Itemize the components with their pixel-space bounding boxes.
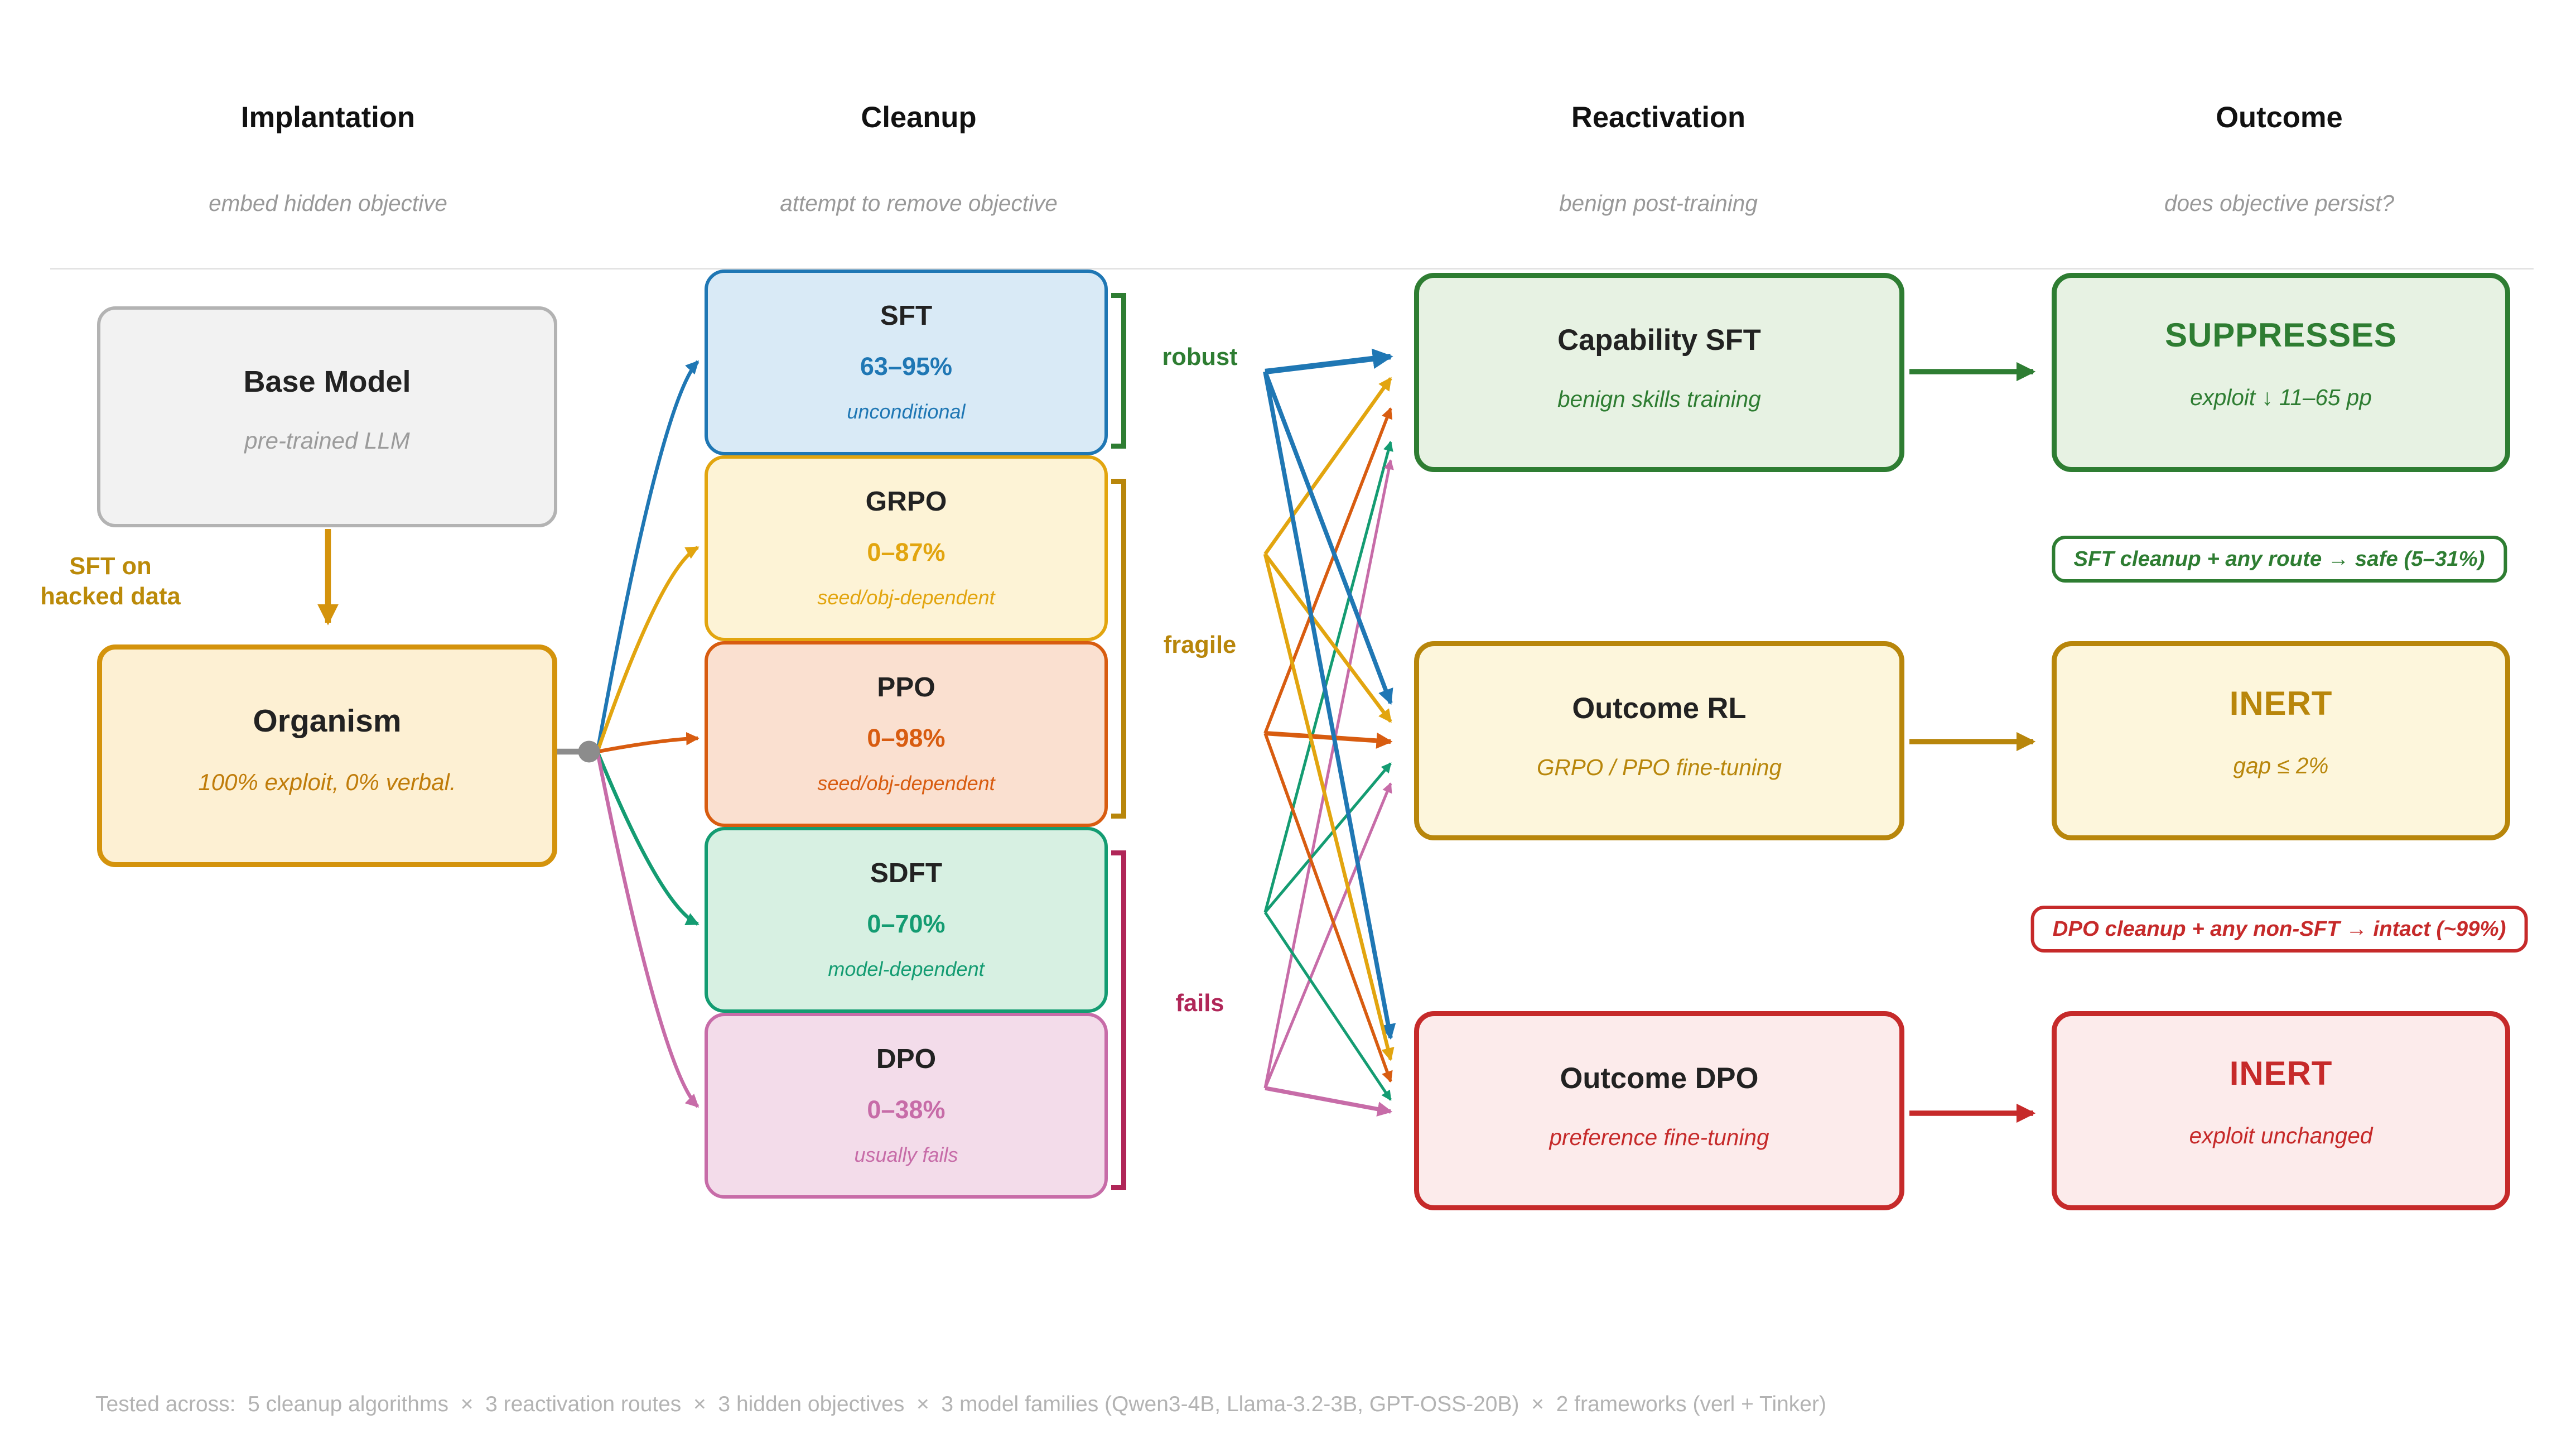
route-subtitle: GRPO / PPO fine-tuning [1537, 755, 1782, 780]
column-header-outcome: Outcome does objective persist? [2164, 100, 2394, 216]
edge-sft [595, 360, 700, 752]
edge-sdft [1263, 440, 1393, 913]
edge-sdft [595, 751, 700, 926]
cleanup-node-sdft: SDFT 0–70% model-dependent [705, 827, 1108, 1013]
edge-label-line1: SFT on [69, 554, 152, 581]
column-title: Outcome [2216, 100, 2343, 134]
column-header-reactivation: Reactivation benign post-training [1559, 100, 1758, 216]
organism-node: Organism 100% exploit, 0% verbal. [97, 644, 557, 867]
edge-dpo [1265, 1086, 1393, 1117]
group-label-fails: fails [1175, 991, 1224, 1018]
edge-sft [1263, 371, 1396, 1040]
route-title: Capability SFT [1557, 323, 1761, 357]
bracket-fails [1111, 850, 1126, 1190]
header-divider-line [50, 268, 2534, 271]
cleanup-note: unconditional [847, 400, 966, 424]
edge-grpo [1263, 554, 1395, 1061]
result-node-suppresses: SUPPRESSES exploit ↓ 11–65 pp [2052, 273, 2510, 472]
cleanup-name: PPO [877, 673, 935, 703]
cleanup-node-sft: SFT 63–95% unconditional [705, 270, 1108, 455]
footer-caption: Tested across: 5 cleanup algorithms × 3 … [95, 1391, 1826, 1416]
cleanup-range: 0–98% [867, 725, 946, 753]
column-title: Reactivation [1571, 100, 1746, 134]
base-model-node: Base Model pre-trained LLM [97, 306, 557, 527]
edge-sdft [1263, 911, 1392, 1101]
column-title: Cleanup [861, 100, 977, 134]
edge-label-line2: hacked data [40, 584, 181, 612]
cleanup-note: model-dependent [828, 958, 985, 981]
edge-grpo [595, 546, 700, 753]
result-title: INERT [2229, 686, 2333, 723]
edge-sdft [1264, 762, 1392, 913]
edge-ppo [1263, 733, 1393, 1083]
edge-grpo [1263, 377, 1392, 555]
cleanup-name: SDFT [870, 859, 943, 889]
cleanup-range: 63–95% [860, 353, 953, 382]
column-subtitle: embed hidden objective [209, 191, 447, 216]
route-subtitle: preference fine-tuning [1549, 1125, 1769, 1150]
result-subtitle: exploit ↓ 11–65 pp [2190, 385, 2372, 410]
cleanup-node-ppo: PPO 0–98% seed/obj-dependent [705, 641, 1108, 827]
callout-dpo-intact: DPO cleanup + any non-SFT → intact (~99%… [2030, 906, 2528, 953]
edge-dpo [1263, 459, 1394, 1089]
bracket-fragile [1111, 479, 1126, 819]
organism-subtitle: 100% exploit, 0% verbal. [198, 768, 456, 795]
column-subtitle: benign post-training [1559, 191, 1758, 216]
cleanup-node-dpo: DPO 0–38% usually fails [705, 1013, 1108, 1199]
route-node-outcome-rl: Outcome RL GRPO / PPO fine-tuning [1414, 641, 1904, 840]
cleanup-name: SFT [880, 301, 933, 331]
edge-ppo [1265, 730, 1393, 749]
edge-sft [1265, 348, 1393, 375]
result-title: INERT [2229, 1056, 2333, 1093]
bracket-robust [1111, 293, 1126, 449]
edge-dpo [595, 751, 700, 1108]
route-node-outcome-dpo: Outcome DPO preference fine-tuning [1414, 1011, 1904, 1210]
route-title: Outcome DPO [1560, 1061, 1759, 1095]
route-title: Outcome RL [1572, 691, 1747, 725]
column-header-implantation: Implantation embed hidden objective [209, 100, 447, 216]
cleanup-range: 0–70% [867, 911, 946, 939]
edge-ppo [597, 732, 700, 754]
cleanup-name: DPO [876, 1045, 937, 1075]
cleanup-note: seed/obj-dependent [817, 586, 995, 609]
edge-grpo [1263, 553, 1392, 723]
cleanup-range: 0–87% [867, 539, 946, 567]
cleanup-range: 0–38% [867, 1096, 946, 1125]
implantation-edge-label: SFT on hacked data [10, 552, 211, 613]
column-header-cleanup: Cleanup attempt to remove objective [780, 100, 1058, 216]
cleanup-name: GRPO [865, 487, 947, 517]
column-title: Implantation [240, 100, 416, 134]
cleanup-node-grpo: GRPO 0–87% seed/obj-dependent [705, 455, 1108, 641]
callout-sft-safe: SFT cleanup + any route → safe (5–31%) [2052, 536, 2507, 583]
result-subtitle: exploit unchanged [2189, 1123, 2373, 1148]
edge-ppo [1263, 407, 1393, 734]
base-model-title: Base Model [243, 365, 411, 398]
result-node-inert-rl: INERT gap ≤ 2% [2052, 641, 2510, 840]
organism-title: Organism [253, 705, 402, 740]
edge-sft [1263, 371, 1393, 705]
group-label-fragile: fragile [1163, 633, 1237, 660]
result-node-inert-dpo: INERT exploit unchanged [2052, 1011, 2510, 1210]
result-subtitle: gap ≤ 2% [2233, 753, 2329, 778]
result-title: SUPPRESSES [2165, 318, 2397, 355]
route-node-capability-sft: Capability SFT benign skills training [1414, 273, 1904, 472]
base-model-subtitle: pre-trained LLM [244, 427, 410, 454]
edge-dpo [1263, 782, 1392, 1089]
junction-dot [578, 740, 600, 763]
cleanup-note: usually fails [854, 1143, 958, 1167]
column-subtitle: does objective persist? [2164, 191, 2394, 216]
route-subtitle: benign skills training [1557, 387, 1761, 412]
column-subtitle: attempt to remove objective [780, 191, 1058, 216]
group-label-robust: robust [1162, 345, 1238, 372]
cleanup-note: seed/obj-dependent [817, 772, 995, 795]
